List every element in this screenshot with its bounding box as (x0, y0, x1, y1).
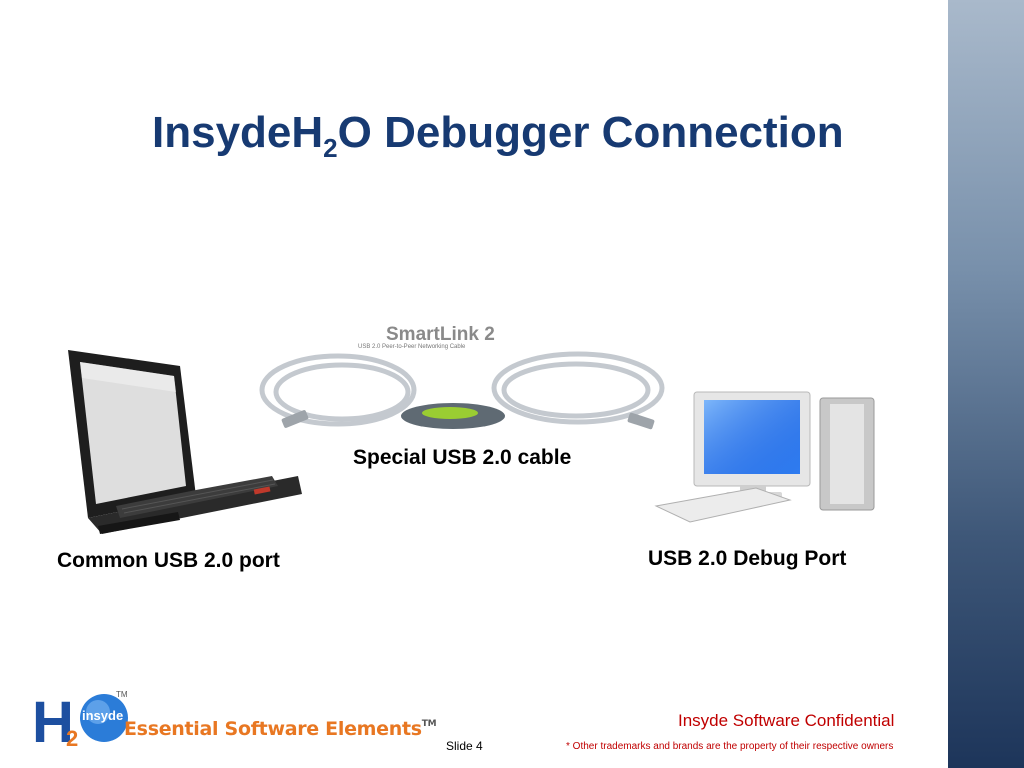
laptop-port-label: Common USB 2.0 port (57, 549, 280, 572)
svg-text:H: H (32, 690, 74, 748)
logo-tagline: Essential Software ElementsTM (124, 718, 437, 740)
slide-title: InsydeH2O Debugger Connection (152, 108, 844, 163)
debug-port-label: USB 2.0 Debug Port (648, 547, 847, 570)
confidential-notice: Insyde Software Confidential (678, 711, 895, 730)
smartlink-cable-image: SmartLink 2 USB 2.0 Peer-to-Peer Network… (259, 324, 665, 430)
logo-tm-mark: TM (116, 690, 128, 699)
svg-text:2: 2 (66, 726, 78, 748)
cable-caption-text: USB 2.0 Peer-to-Peer Networking Cable (358, 344, 466, 350)
trademark-note: * Other trademarks and brands are the pr… (566, 741, 894, 752)
side-gradient-band (948, 0, 1024, 768)
laptop-image (68, 350, 302, 534)
svg-text:insyde: insyde (82, 708, 123, 723)
cable-brand-text: SmartLink 2 (386, 324, 495, 345)
desktop-computer-image (654, 391, 875, 523)
cable-label: Special USB 2.0 cable (353, 446, 572, 469)
slide-number: Slide 4 (446, 739, 483, 753)
insyde-h2o-logo: H insyde 2 (32, 690, 128, 748)
